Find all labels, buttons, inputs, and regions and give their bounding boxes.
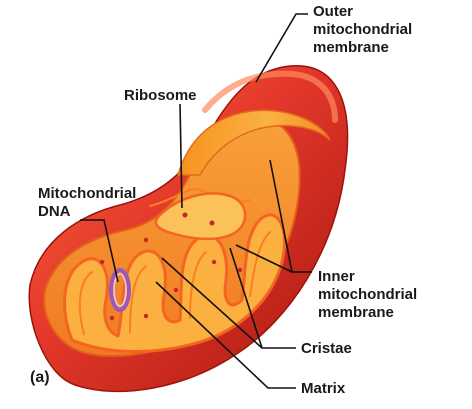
leader-matrix <box>155 281 296 389</box>
leader-lines <box>80 13 312 389</box>
label-matrix-line-1: Matrix <box>301 380 346 397</box>
label-mtdna-line-2: DNA <box>38 203 71 220</box>
ribosomes <box>99 212 243 321</box>
intermembrane-cap <box>177 109 331 176</box>
label-inner-line-1: Inner <box>318 268 355 285</box>
mitochondrial-dna <box>109 268 131 312</box>
label-matrix: Matrix <box>301 380 345 398</box>
label-ribosome-line-1: Ribosome <box>124 87 197 104</box>
label-outer-line-1: Outer <box>313 3 354 20</box>
leader-ribosome <box>179 103 183 209</box>
label-inner-line-3: membrane <box>318 304 394 321</box>
label-ribosome: Ribosome <box>124 87 197 105</box>
leader-inner-membrane-2 <box>235 244 293 273</box>
label-inner-membrane: Inner mitochondrial membrane <box>318 268 417 322</box>
cristae-folds <box>63 213 287 353</box>
label-outer-line-3: membrane <box>313 39 389 56</box>
label-mtdna-line-1: Mitochondrial <box>38 185 137 202</box>
outer-membrane-rim <box>202 70 338 123</box>
panel-label: (a) <box>30 369 50 386</box>
label-mitochondrial-dna: Mitochondrial DNA <box>38 185 136 221</box>
leader-cristae-b <box>161 257 263 349</box>
mitochondrial-dna-inner <box>113 273 127 307</box>
leader-outer-membrane <box>255 13 308 83</box>
label-outer-membrane: Outer mitochondrial membrane <box>313 3 412 57</box>
matrix-region <box>154 192 247 241</box>
label-outer-line-2: mitochondrial <box>313 21 413 38</box>
label-cristae-line-1: Cristae <box>301 340 352 357</box>
leader-mtdna <box>80 219 119 283</box>
label-inner-line-2: mitochondrial <box>318 286 418 303</box>
label-cristae: Cristae <box>301 340 352 358</box>
